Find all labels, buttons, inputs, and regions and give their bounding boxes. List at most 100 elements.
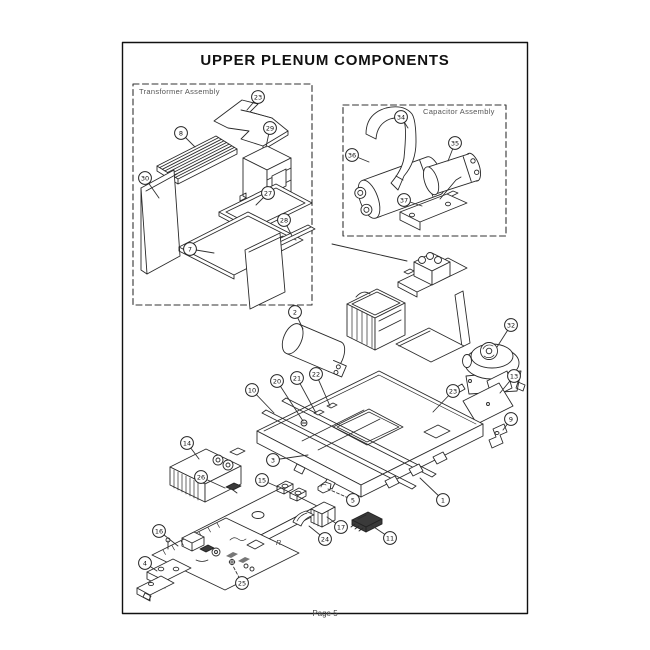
part-capacitor-bracket xyxy=(399,176,468,231)
svg-text:16: 16 xyxy=(155,527,163,535)
svg-text:2: 2 xyxy=(293,308,297,316)
svg-text:4: 4 xyxy=(143,559,147,567)
svg-text:9: 9 xyxy=(509,415,513,423)
callout-23: 23 xyxy=(432,384,460,413)
callout-27: 27 xyxy=(255,186,275,206)
callout-21: 21 xyxy=(290,371,317,414)
part-oval-capacitor xyxy=(422,152,482,196)
svg-text:24: 24 xyxy=(321,535,329,543)
callout-4: 4 xyxy=(138,556,158,572)
callout-17: 17 xyxy=(326,516,348,534)
plenum-parts xyxy=(136,252,526,602)
part-side-panel-right xyxy=(244,232,286,310)
svg-text:23: 23 xyxy=(254,93,262,101)
callout-25: 25 xyxy=(232,565,249,590)
svg-text:25: 25 xyxy=(238,579,246,587)
callout-13: 13 xyxy=(499,369,521,394)
callout-11: 11 xyxy=(370,524,397,545)
svg-text:34: 34 xyxy=(397,113,405,121)
part-strip-panel xyxy=(454,290,471,348)
svg-text:30: 30 xyxy=(141,174,149,182)
transformer-assembly-label: Transformer Assembly xyxy=(139,87,220,96)
svg-text:37: 37 xyxy=(400,196,408,204)
svg-text:36: 36 xyxy=(348,151,356,159)
assembly-locator-line xyxy=(331,243,408,262)
part-retainer-clip xyxy=(317,481,332,494)
part-transformer-case xyxy=(346,288,406,351)
page-title: UPPER PLENUM COMPONENTS xyxy=(200,52,450,69)
capacitor-assembly-label: Capacitor Assembly xyxy=(423,107,495,116)
svg-text:3: 3 xyxy=(271,456,275,464)
callout-2: 2 xyxy=(288,305,304,330)
svg-text:14: 14 xyxy=(183,439,191,447)
part-grommets xyxy=(276,480,307,502)
part-finned-block xyxy=(169,447,246,503)
callout-7: 7 xyxy=(183,242,215,256)
part-insulation-panels xyxy=(462,370,514,425)
callout-3: 3 xyxy=(266,453,309,467)
callout-37: 37 xyxy=(397,193,423,207)
svg-text:11: 11 xyxy=(386,534,394,542)
part-bottom-plate xyxy=(178,211,304,280)
part-rounded-bracket xyxy=(292,510,315,527)
callout-30: 30 xyxy=(138,171,160,199)
callout-10: 10 xyxy=(245,383,275,414)
svg-text:21: 21 xyxy=(293,374,301,382)
svg-text:22: 22 xyxy=(312,370,320,378)
svg-text:29: 29 xyxy=(266,124,274,132)
svg-text:28: 28 xyxy=(280,216,288,224)
svg-text:10: 10 xyxy=(248,386,256,394)
capacitor-assembly-box xyxy=(342,104,507,237)
svg-text:35: 35 xyxy=(451,139,459,147)
svg-text:27: 27 xyxy=(264,189,272,197)
callout-34: 34 xyxy=(394,110,409,129)
page-border xyxy=(121,41,529,615)
svg-text:8: 8 xyxy=(179,129,183,137)
part-contactor xyxy=(397,252,468,298)
part-relay xyxy=(310,501,336,528)
svg-text:26: 26 xyxy=(197,473,205,481)
svg-text:15: 15 xyxy=(258,476,266,484)
callout-36: 36 xyxy=(345,148,370,163)
part-z-bracket xyxy=(488,423,508,449)
page-number: Page 5 xyxy=(312,609,338,618)
callout-14: 14 xyxy=(180,436,200,460)
callout-5: 5 xyxy=(327,488,360,507)
callout-8: 8 xyxy=(174,126,196,148)
transformer-assembly-box xyxy=(132,83,313,306)
svg-text:7: 7 xyxy=(188,245,192,253)
part-wire-connector xyxy=(350,511,383,533)
callout-24: 24 xyxy=(308,525,332,546)
part-run-capacitor xyxy=(281,323,347,378)
callout-20: 20 xyxy=(270,374,304,422)
svg-text:20: 20 xyxy=(273,377,281,385)
svg-text:1: 1 xyxy=(441,496,445,504)
callout-16: 16 xyxy=(152,524,179,547)
callout-22: 22 xyxy=(309,367,331,407)
panel-stamp-marking: R xyxy=(276,540,282,547)
svg-text:5: 5 xyxy=(351,496,355,504)
svg-text:17: 17 xyxy=(337,523,345,531)
callout-28: 28 xyxy=(277,213,293,237)
callout-23: 23 xyxy=(246,90,265,111)
part-small-clip xyxy=(225,482,242,494)
callout-35: 35 xyxy=(447,136,462,162)
svg-text:13: 13 xyxy=(510,372,518,380)
callout-32: 32 xyxy=(496,318,518,348)
callout-29: 29 xyxy=(263,121,277,148)
callout-9: 9 xyxy=(502,412,518,431)
capacitor-assembly-parts xyxy=(354,106,482,231)
part-mounting-brackets xyxy=(136,558,192,602)
transformer-assembly-parts xyxy=(140,99,316,310)
part-circuit-board xyxy=(151,517,300,591)
callout-26: 26 xyxy=(194,470,226,489)
part-long-panel xyxy=(395,327,465,363)
callout-1: 1 xyxy=(419,477,450,507)
svg-text:23: 23 xyxy=(449,387,457,395)
svg-text:32: 32 xyxy=(507,321,515,329)
part-side-panel-left xyxy=(140,169,181,275)
part-plenum-pan xyxy=(256,370,484,498)
callout-15: 15 xyxy=(255,473,279,488)
